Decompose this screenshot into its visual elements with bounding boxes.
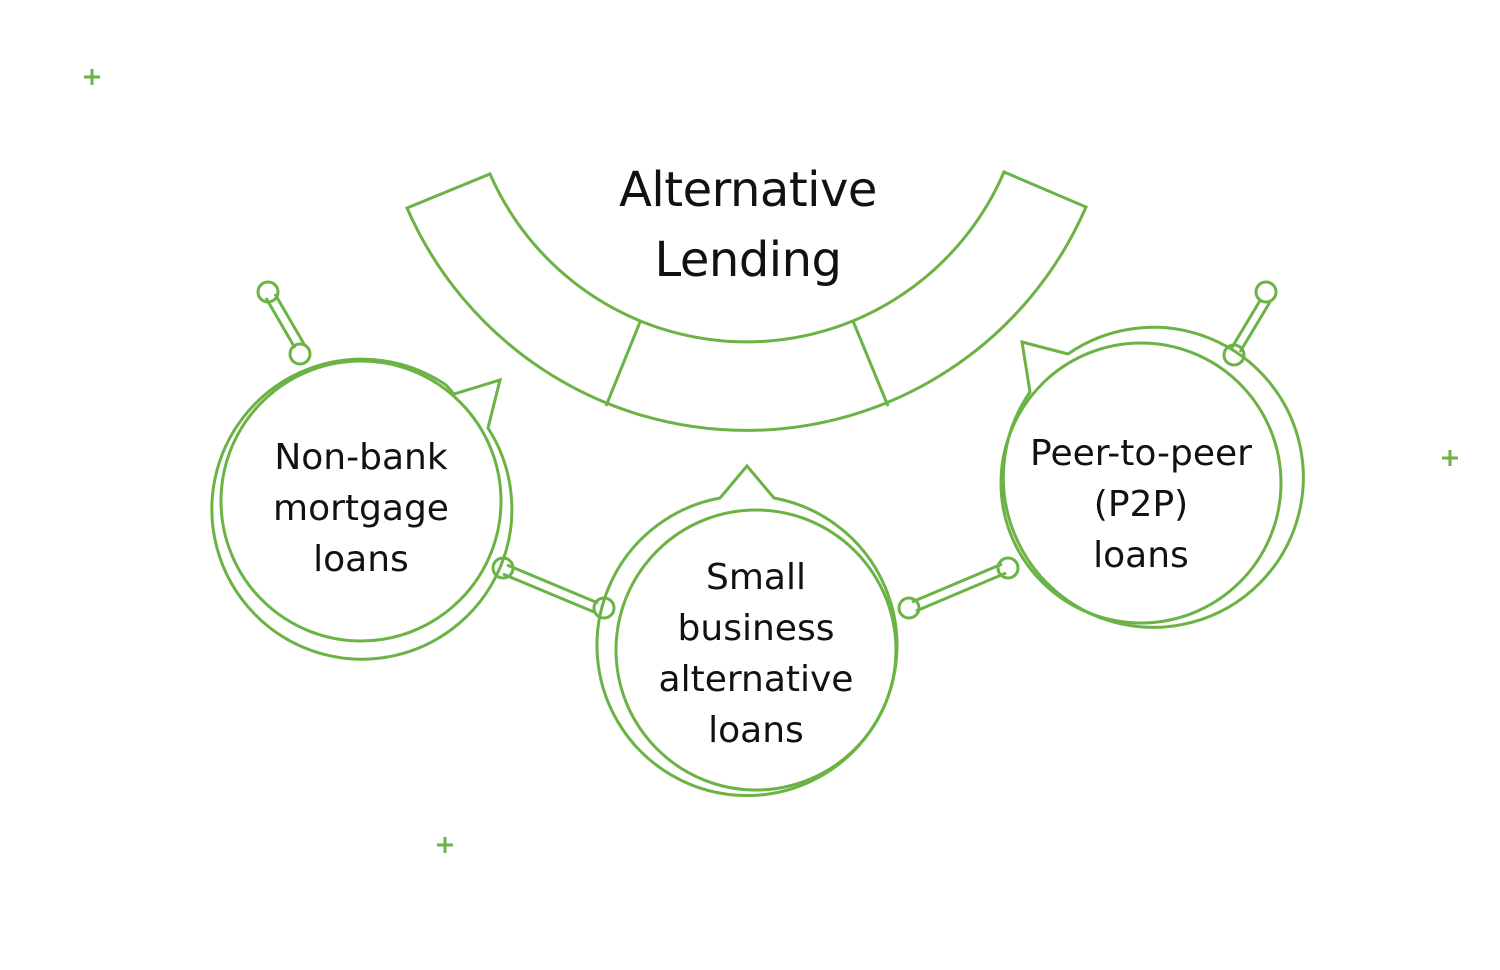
plus-icon: [437, 837, 453, 853]
plus-icon: [1442, 450, 1458, 466]
connector-right-pin: [1222, 280, 1278, 367]
node-text: alternative: [658, 659, 854, 700]
connector-middle-right: [897, 556, 1020, 620]
arc-segment-divider-right: [851, 320, 890, 407]
node-text: Non-bank: [274, 437, 448, 478]
node-text: loans: [1093, 535, 1189, 576]
bubble-p2p: [999, 325, 1305, 629]
node-text: loans: [313, 539, 409, 580]
node-text: loans: [708, 710, 804, 751]
node-text: (P2P): [1093, 484, 1189, 525]
node-text: mortgage: [273, 488, 449, 529]
node-label-p2p: Peer-to-peer (P2P) loans: [991, 428, 1291, 581]
arc-band: [405, 170, 1088, 432]
arc-segment-divider-left: [604, 321, 642, 407]
bubble-non-bank: [210, 357, 514, 661]
node-text: Small: [706, 557, 806, 598]
node-text: Peer-to-peer: [1030, 433, 1252, 474]
node-label-non-bank: Non-bank mortgage loans: [211, 432, 511, 585]
bubble-small-business: [595, 463, 899, 798]
diagram-title: Alternative Lending: [548, 155, 948, 295]
connector-left-pin: [256, 280, 312, 366]
connector-left-middle: [491, 556, 616, 620]
title-line-1: Alternative: [619, 162, 877, 218]
node-label-small-business: Small business alternative loans: [606, 552, 906, 756]
plus-icon: [84, 69, 100, 85]
node-text: business: [677, 608, 835, 649]
title-line-2: Lending: [654, 232, 842, 288]
